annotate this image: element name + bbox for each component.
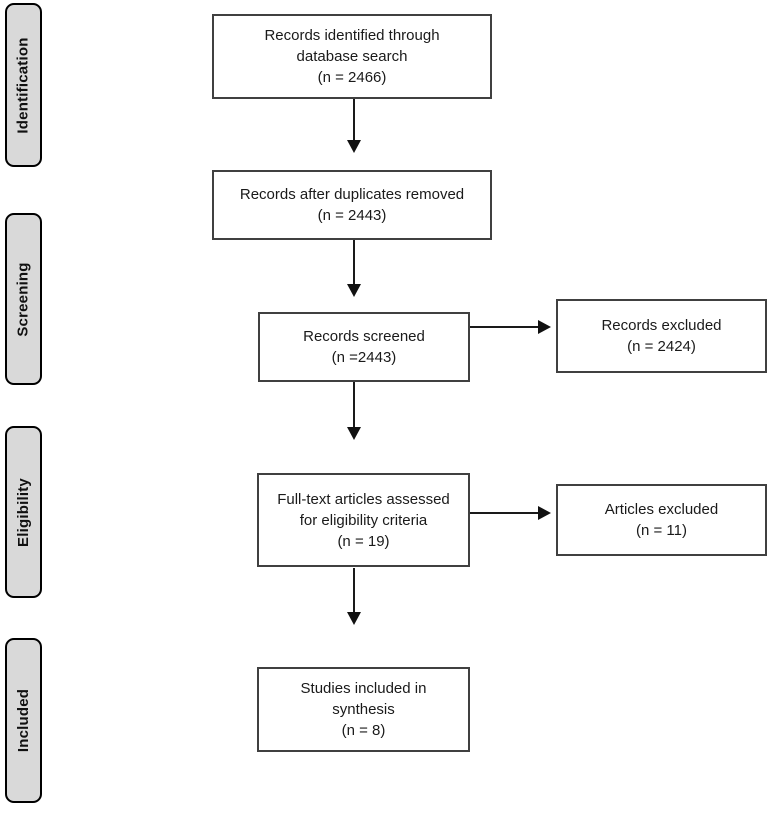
- box-records-excluded-line1: Records excluded: [601, 317, 722, 334]
- box-studies-included: Studies included in synthesis (n = 8): [257, 667, 470, 752]
- box-fulltext-assessed-count: (n = 19): [337, 532, 390, 550]
- box-studies-included-line2: synthesis: [332, 701, 395, 718]
- box-duplicates-removed-line1: Records after duplicates removed: [239, 186, 465, 203]
- stage-label-identification-text: Identification: [15, 36, 33, 134]
- box-records-identified: Records identified through database sear…: [212, 14, 492, 99]
- stage-label-screening-text: Screening: [15, 261, 33, 337]
- arrow-line: [353, 382, 355, 428]
- box-fulltext-assessed: Full-text articles assessed for eligibil…: [257, 473, 470, 567]
- box-records-screened-line1: Records screened: [303, 328, 425, 345]
- box-fulltext-assessed-line2: for eligibility criteria: [299, 511, 428, 529]
- stage-label-eligibility: Eligibility: [5, 426, 42, 598]
- arrow-line: [470, 512, 538, 514]
- arrow-down-icon: [347, 612, 361, 625]
- box-records-identified-line2: database search: [296, 48, 408, 65]
- stage-label-included: Included: [5, 638, 42, 803]
- arrow-line: [353, 568, 355, 613]
- box-records-screened: Records screened (n =2443): [258, 312, 470, 382]
- box-records-identified-count: (n = 2466): [317, 69, 387, 86]
- stage-label-screening: Screening: [5, 213, 42, 385]
- arrow-down-icon: [347, 140, 361, 153]
- arrow-down-icon: [347, 284, 361, 297]
- arrow-line: [353, 240, 355, 285]
- box-studies-included-line1: Studies included in: [300, 680, 427, 697]
- box-articles-excluded-count: (n = 11): [636, 522, 687, 539]
- stage-label-included-text: Included: [15, 688, 32, 753]
- box-duplicates-removed: Records after duplicates removed (n = 24…: [212, 170, 492, 240]
- arrow-line: [353, 99, 355, 141]
- arrow-right-icon: [538, 320, 551, 334]
- box-records-identified-line1: Records identified through: [264, 27, 440, 44]
- box-fulltext-assessed-line1: Full-text articles assessed: [277, 490, 450, 508]
- box-records-screened-count: (n =2443): [331, 349, 397, 366]
- arrow-line: [470, 326, 538, 328]
- box-records-excluded: Records excluded (n = 2424): [556, 299, 767, 373]
- arrow-right-icon: [538, 506, 551, 520]
- box-articles-excluded-line1: Articles excluded: [604, 501, 719, 518]
- box-duplicates-removed-count: (n = 2443): [317, 207, 387, 224]
- box-studies-included-count: (n = 8): [341, 722, 386, 739]
- arrow-down-icon: [347, 427, 361, 440]
- box-records-excluded-count: (n = 2424): [627, 338, 696, 355]
- stage-label-eligibility-text: Eligibility: [15, 477, 32, 547]
- box-articles-excluded: Articles excluded (n = 11): [556, 484, 767, 556]
- stage-label-identification: Identification: [5, 3, 42, 167]
